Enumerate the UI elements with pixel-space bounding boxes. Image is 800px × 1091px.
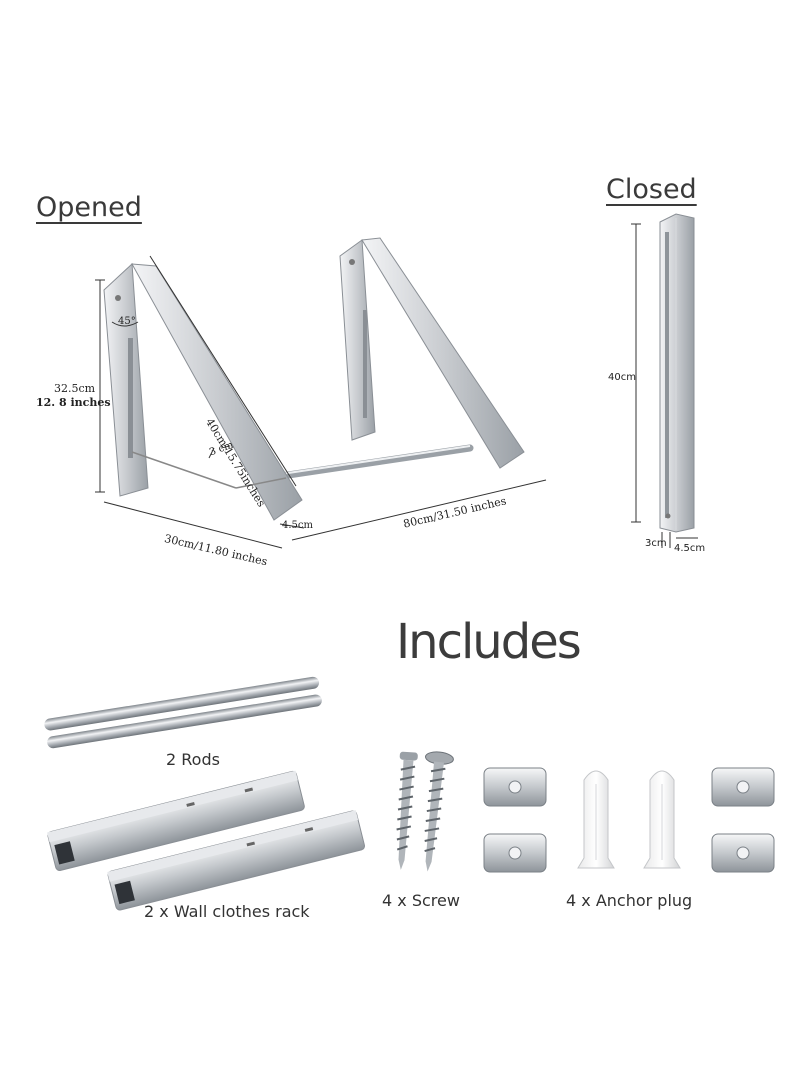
- right-bracket: [339, 237, 525, 469]
- closed-length-label: 40cm: [608, 372, 636, 383]
- opened-height-in-label: 12. 8 inches: [36, 396, 111, 409]
- screws-caption: 4 x Screw: [382, 891, 460, 910]
- anchor-plugs-illustration: [483, 767, 775, 873]
- opened-angle-label: 45°: [118, 316, 136, 327]
- anchor-plug-right: [643, 770, 681, 869]
- closed-width-label: 3cm: [645, 538, 667, 549]
- opened-title: Opened: [36, 192, 142, 223]
- opened-height-cm-label: 32.5cm: [54, 382, 96, 395]
- rods-illustration: [44, 676, 322, 749]
- clip-bottom-right: [711, 833, 775, 873]
- screws-illustration: [396, 751, 454, 872]
- racks-illustration: [47, 770, 365, 911]
- anchor-plug-left: [577, 770, 615, 869]
- opened-rack-illustration: [95, 237, 547, 549]
- rods-caption: 2 Rods: [166, 750, 220, 769]
- closed-title: Closed: [606, 174, 697, 205]
- anchors-caption: 4 x Anchor plug: [566, 891, 693, 910]
- opened-thickness-label: 4.5cm: [282, 520, 313, 531]
- clip-bottom-left: [483, 833, 547, 873]
- closed-rack-illustration: [631, 213, 698, 548]
- left-bracket: [103, 262, 303, 521]
- closed-depth-label: 4.5cm: [674, 543, 706, 554]
- includes-title: Includes: [396, 614, 582, 670]
- racks-caption: 2 x Wall clothes rack: [144, 902, 310, 921]
- opened-dimension-lines: [95, 255, 547, 549]
- clip-top-left: [483, 767, 547, 807]
- clip-top-right: [711, 767, 775, 807]
